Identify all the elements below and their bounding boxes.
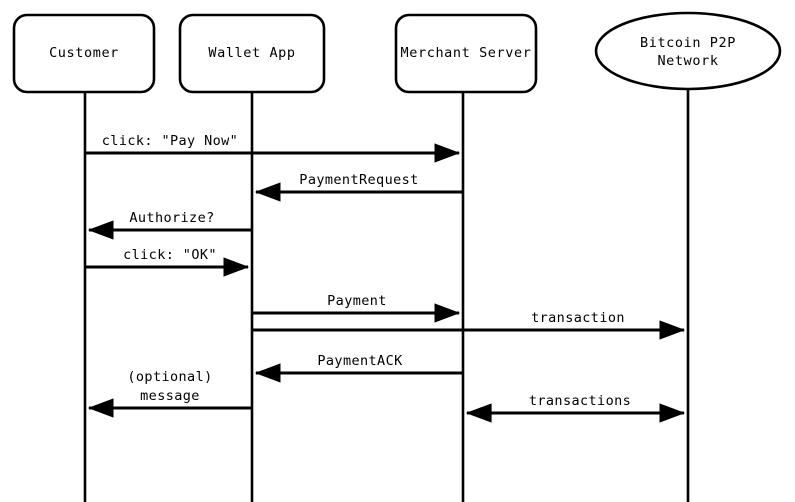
message-label: Authorize? (129, 210, 214, 226)
message-payment[interactable]: Payment (252, 293, 461, 323)
merchant-server-label: Merchant Server (401, 45, 532, 61)
message-transactions-bidirectional[interactable]: transactions (465, 393, 686, 423)
message-optional-message[interactable]: (optional) message (87, 369, 252, 418)
message-payment-request[interactable]: PaymentRequest (254, 172, 463, 202)
participant-merchant-server[interactable]: Merchant Server (394, 13, 538, 94)
message-transaction[interactable]: transaction (252, 310, 686, 340)
message-label: PaymentRequest (299, 172, 418, 188)
message-label: click: "Pay Now" (102, 133, 238, 149)
message-label-line1: (optional) (127, 369, 212, 385)
participant-customer[interactable]: Customer (12, 13, 156, 94)
message-label-line2: message (140, 388, 200, 404)
message-label: click: "OK" (123, 247, 217, 263)
customer-box[interactable] (12, 13, 156, 94)
merchant-server-box[interactable] (394, 13, 538, 94)
participant-wallet-app[interactable]: Wallet App (178, 13, 326, 94)
wallet-app-box[interactable] (178, 13, 326, 94)
message-label: transaction (531, 310, 625, 326)
bitcoin-network-ellipse[interactable] (594, 11, 782, 91)
message-label: PaymentACK (317, 353, 403, 369)
message-click-pay-now[interactable]: click: "Pay Now" (85, 133, 461, 163)
message-label: Payment (327, 293, 387, 309)
wallet-app-label: Wallet App (208, 45, 295, 61)
message-label: transactions (529, 393, 631, 409)
customer-label: Customer (49, 45, 119, 61)
message-payment-ack[interactable]: PaymentACK (254, 353, 463, 383)
bitcoin-network-label-line1: Bitcoin P2P (640, 35, 736, 51)
message-authorize[interactable]: Authorize? (87, 210, 252, 240)
participant-bitcoin-p2p-network[interactable]: Bitcoin P2P Network (594, 11, 782, 91)
message-click-ok[interactable]: click: "OK" (85, 247, 250, 277)
bitcoin-network-label-line2: Network (657, 53, 718, 69)
lifelines-group (83, 89, 690, 502)
